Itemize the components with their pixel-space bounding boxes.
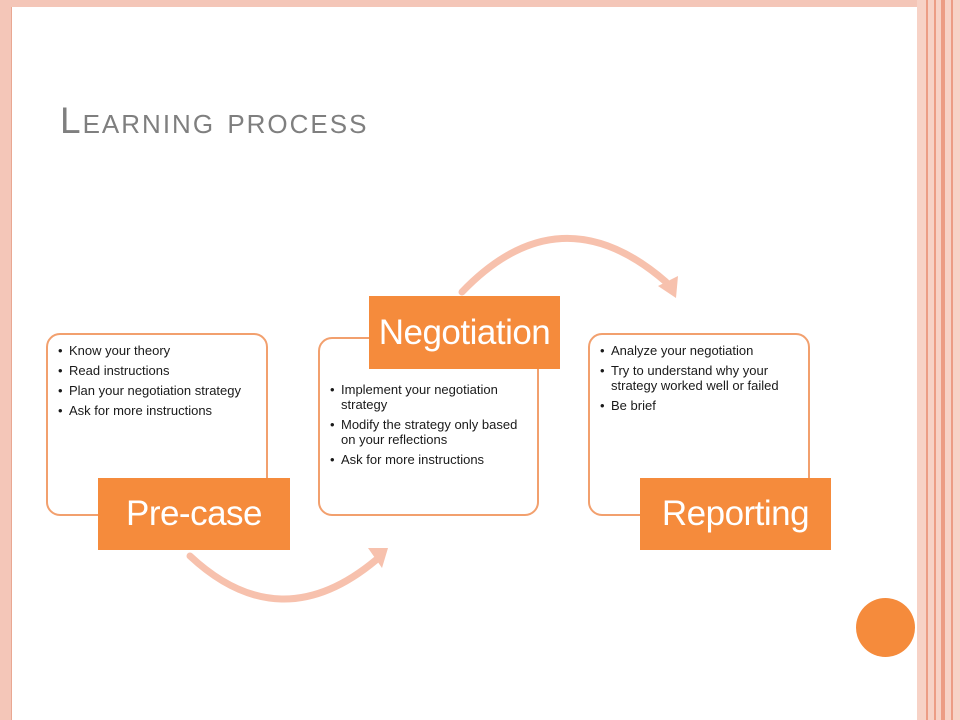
list-item-text: Modify the strategy only based on your r… [341,417,518,447]
list-item: • Try to understand why your strategy wor… [598,363,800,393]
list-item: • Ask for more instructions [328,452,529,467]
list-item-text: Know your theory [69,343,171,358]
stage-label-precase: Pre-case [98,478,290,550]
list-item: • Analyze your negotiation [598,343,800,358]
frame-stripe [951,0,953,720]
slide-frame-left-edge [11,0,12,720]
bullet-glyph: • [600,363,605,378]
list-item: • Implement your negotiation strategy [328,382,529,412]
list-item-text: Be brief [611,398,656,413]
reporting-list: • Analyze your negotiation • Try to unders… [590,335,808,413]
stage-label-negotiation: Negotiation [369,296,560,369]
bullet-glyph: • [58,363,63,378]
list-item-text: Plan your negotiation strategy [69,383,241,398]
list-item: • Ask for more instructions [56,403,258,418]
frame-stripe [941,0,945,720]
arrow-head-2 [658,276,678,298]
slide-frame-left [0,0,11,720]
list-item-text: Ask for more instructions [341,452,485,467]
slide-title: Learning process [60,100,369,141]
list-item-text: Read instructions [69,363,170,378]
slide-frame-top [11,0,917,7]
list-item-text: Analyze your negotiation [611,343,754,358]
list-item-text: Implement your negotiation strategy [341,382,498,412]
bullet-glyph: • [58,383,63,398]
slide-frame-right [917,0,960,720]
list-item-text: Ask for more instructions [69,403,213,418]
list-item: • Plan your negotiation strategy [56,383,258,398]
bullet-glyph: • [330,382,335,397]
precase-list: • Know your theory • Read instructions • Pl… [48,335,266,418]
bullet-glyph: • [58,403,63,418]
stage-card-reporting: • Analyze your negotiation • Try to unders… [588,333,810,516]
negotiation-list: • Implement your negotiation strategy • Mo… [320,339,537,467]
frame-stripe [934,0,936,720]
list-item: • Be brief [598,398,800,413]
list-item: • Read instructions [56,363,258,378]
bullet-glyph: • [330,417,335,432]
list-item-text: Try to understand why your strategy work… [611,363,779,393]
decorative-orange-circle [856,598,915,657]
bullet-glyph: • [600,343,605,358]
arrow-negotiation-to-reporting [458,235,670,296]
frame-stripe [926,0,928,720]
stage-label-reporting: Reporting [640,478,831,550]
bullet-glyph: • [330,452,335,467]
arrow-precase-to-negotiation [186,552,380,603]
bullet-glyph: • [58,343,63,358]
list-item: • Know your theory [56,343,258,358]
arrow-head-1 [368,548,388,568]
bullet-glyph: • [600,398,605,413]
list-item: • Modify the strategy only based on your … [328,417,529,447]
